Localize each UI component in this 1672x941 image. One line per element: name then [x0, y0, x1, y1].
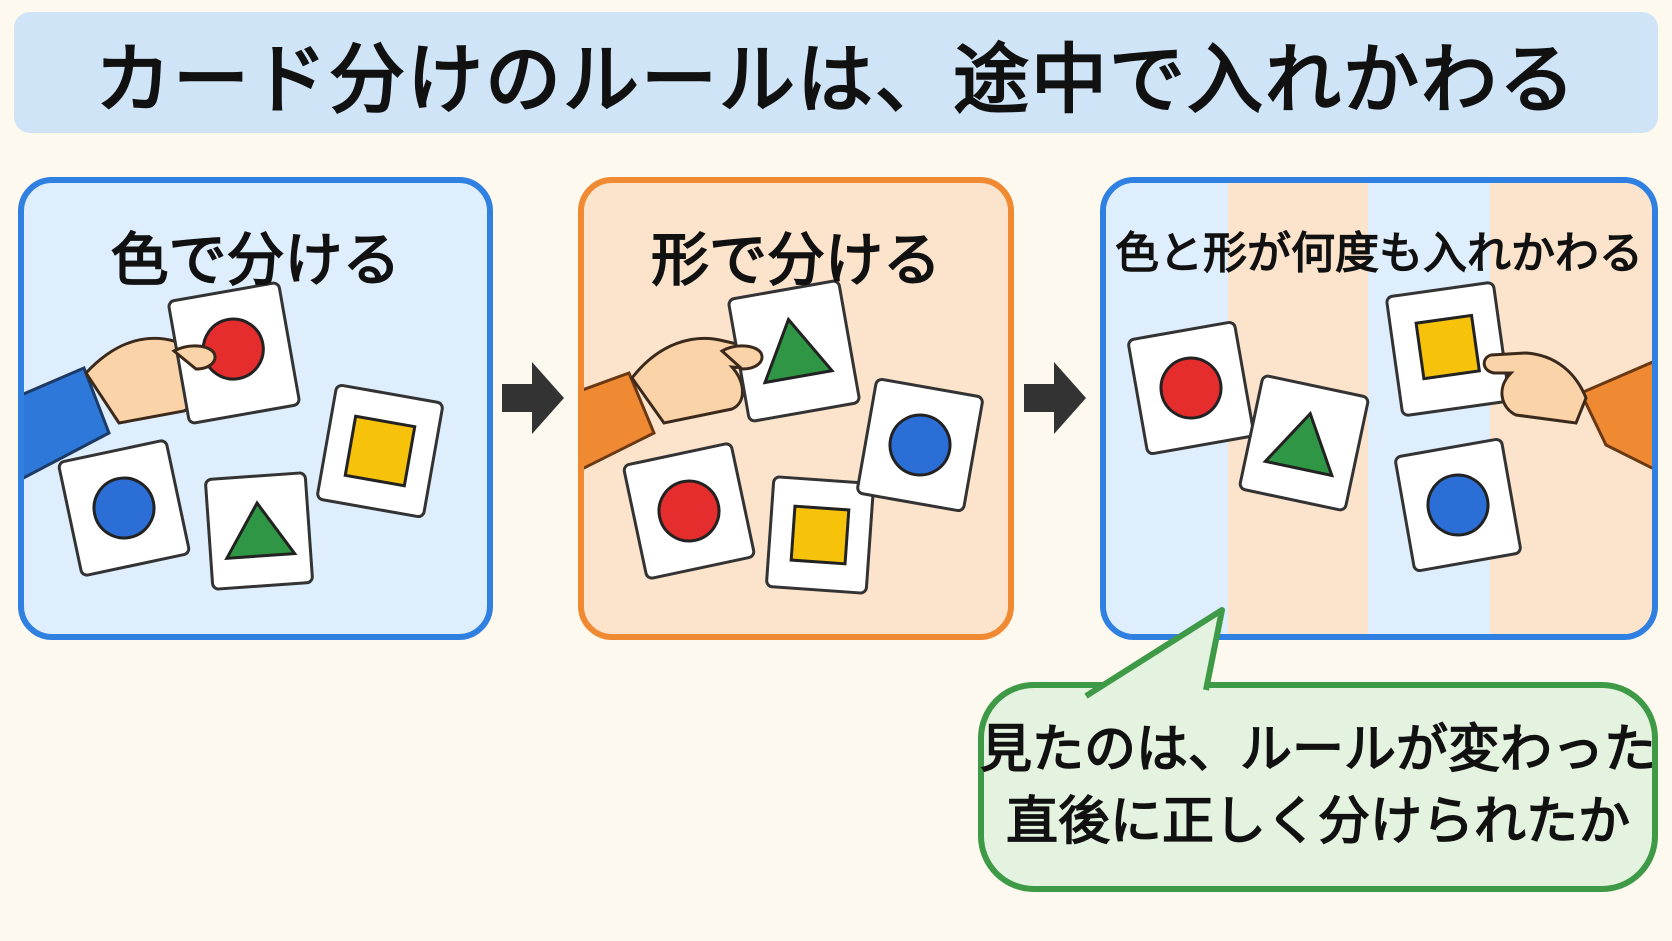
card-blue-circle — [57, 439, 191, 577]
page-title: カード分け​のルールは、途中で入れかわる — [95, 34, 1577, 124]
card-green-triangle — [204, 471, 314, 591]
panel-sort-by-color: 色で分ける — [18, 177, 493, 640]
right-arrow-icon — [502, 362, 564, 434]
card-red-circle — [622, 442, 756, 580]
card-yellow-square — [765, 475, 875, 595]
panel-title-mixed: 色と形が何度も入れかわる — [1115, 228, 1643, 279]
card-blue-circle — [1394, 437, 1522, 573]
panel-title-color: 色で分ける — [110, 226, 401, 294]
hand-icon — [1482, 351, 1652, 470]
card-yellow-square-held — [1385, 281, 1511, 417]
panel-alternating-rules: 色と形が何度も入れかわる — [1100, 177, 1658, 640]
card-green-triangle — [1238, 374, 1370, 512]
panel-title-shape: 形で分ける — [650, 226, 941, 294]
card-blue-circle — [856, 377, 984, 513]
card-green-triangle-held — [727, 279, 861, 423]
callout-line-1: 見たのは、ルールが変わった — [980, 720, 1657, 781]
panel-shape-illustration — [584, 279, 984, 595]
panel-mixed-illustration — [1127, 281, 1652, 573]
title-banner: カード分け​のルールは、途中で入れかわる — [14, 12, 1658, 133]
panel-color-illustration — [24, 281, 444, 591]
callout-line-2: 直後に正しく分けられたか — [1005, 792, 1630, 852]
right-arrow-icon — [1024, 362, 1086, 434]
panel-sort-by-shape: 形で分ける — [578, 177, 1014, 640]
card-red-circle — [1127, 320, 1255, 456]
callout-bubble: 見たのは、ルールが変わった 直後に正しく分けられたか — [978, 682, 1658, 892]
card-yellow-square — [316, 383, 444, 519]
